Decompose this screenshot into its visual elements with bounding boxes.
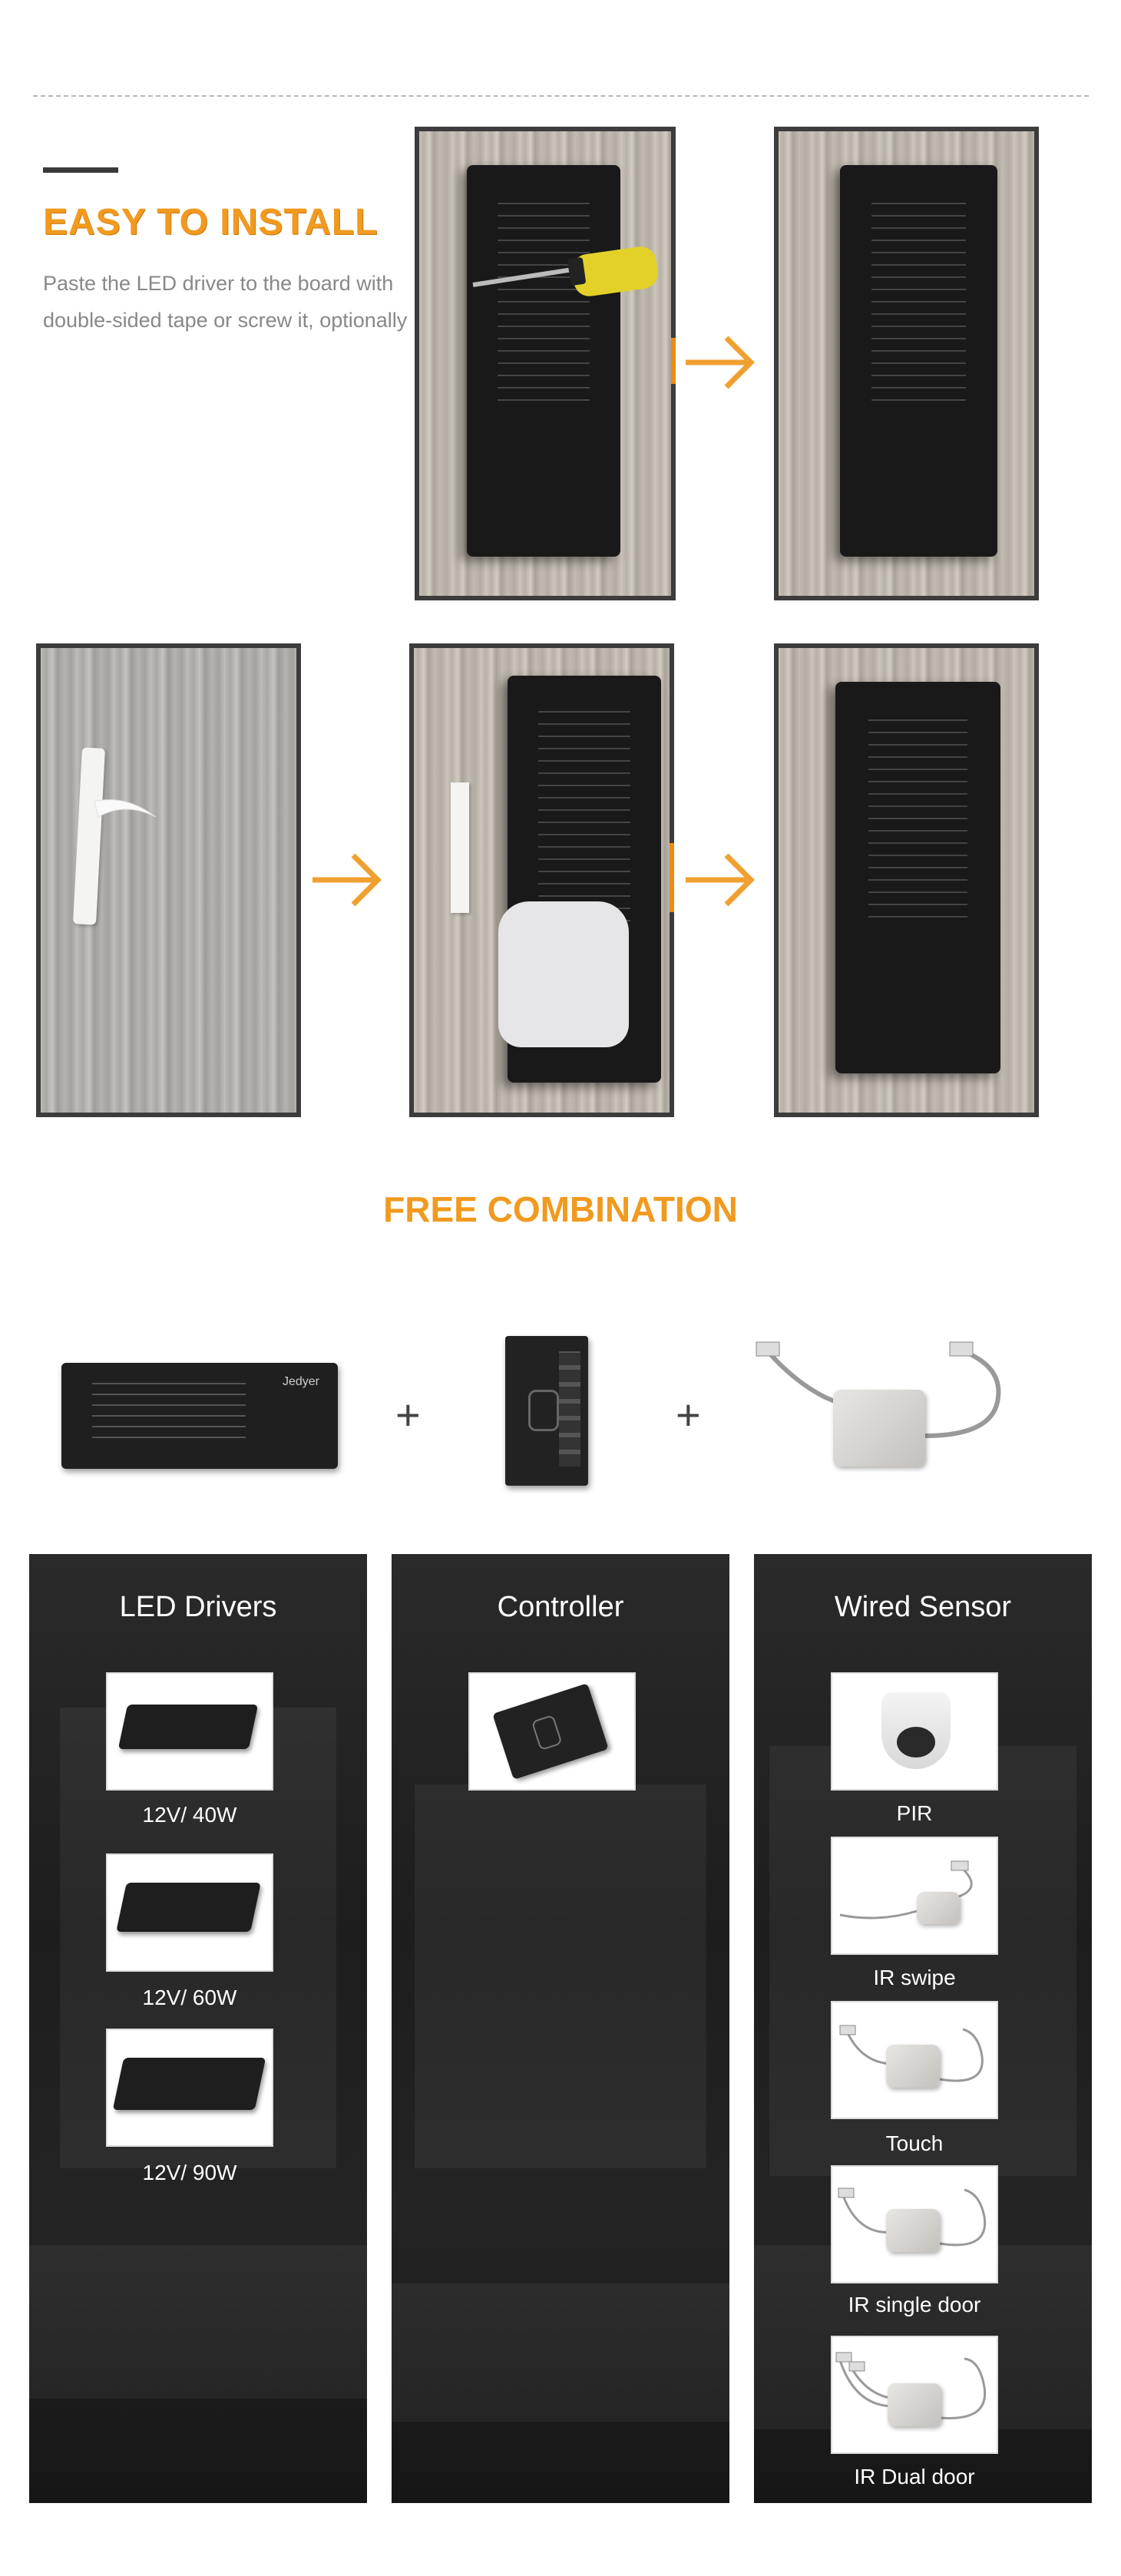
plus-sign: + (676, 1391, 701, 1439)
panel-title: LED Drivers (119, 1591, 277, 1623)
led-driver-image (835, 682, 1000, 1073)
panel-title: Wired Sensor (834, 1591, 1012, 1623)
arrow-right-icon (686, 336, 755, 389)
driver-thumb (117, 1705, 259, 1749)
product-card[interactable] (106, 1853, 273, 1972)
install-photo-done (774, 643, 1039, 1117)
product-card[interactable] (831, 2165, 998, 2283)
sensor-cable (756, 1341, 1001, 1438)
arrow-right-icon (686, 853, 755, 907)
card-label: PIR (896, 1801, 933, 1825)
card-label: IR swipe (873, 1966, 956, 1989)
card-label: 12V/ 60W (142, 1986, 237, 2009)
card-label: IR single door (848, 2293, 981, 2316)
product-card[interactable] (831, 1672, 998, 1791)
led-driver-product: Jedyer (61, 1363, 338, 1469)
install-photo-mounted (774, 127, 1039, 600)
pir-sensor-thumb (881, 1692, 951, 1769)
driver-thumb (116, 1883, 261, 1932)
product-card[interactable] (831, 2336, 998, 2454)
plus-sign: + (395, 1391, 421, 1439)
controller-product (505, 1336, 588, 1486)
sensor-thumb (886, 2045, 940, 2088)
product-card[interactable] (831, 2001, 998, 2119)
gloved-hand (498, 901, 629, 1047)
product-card[interactable] (106, 1672, 273, 1791)
title-accent-bar (43, 167, 118, 173)
controller-thumb (492, 1683, 609, 1780)
panel-title: Controller (497, 1591, 624, 1623)
tape-peel (94, 799, 157, 818)
driver-thumb (112, 2058, 266, 2110)
install-photo-screw (415, 127, 676, 600)
install-photo-paste (409, 643, 674, 1117)
driver-brand-label: Jedyer (282, 1375, 319, 1388)
card-label: 12V/ 40W (142, 1803, 237, 1827)
product-card[interactable] (106, 2029, 273, 2147)
card-label: 12V/ 90W (142, 2161, 237, 2184)
led-driver-image (840, 165, 997, 557)
arrow-right-icon (312, 853, 382, 907)
combination-title: FREE COMBINATION (383, 1189, 738, 1229)
wired-sensor-product (749, 1336, 1021, 1490)
sensor-thumb (888, 2383, 941, 2426)
screwdriver-icon (472, 246, 658, 296)
sensor-thumb (886, 2209, 940, 2252)
product-card[interactable] (831, 1837, 998, 1955)
install-title: EASY TO INSTALL (43, 202, 379, 243)
sensor-thumb (917, 1892, 960, 1924)
card-label: IR Dual door (854, 2465, 975, 2488)
card-label: Touch (885, 2131, 944, 2155)
panel-led-drivers: LED Drivers 12V/ 40W 12V/ 60W 12V/ 90W (29, 1554, 367, 2503)
install-photo-tape (36, 643, 301, 1117)
step-marker (670, 843, 674, 912)
led-driver-image (467, 165, 620, 557)
install-description: Paste the LED driver to the board with d… (43, 272, 408, 332)
product-card[interactable] (468, 1672, 636, 1791)
tape-strip (451, 782, 469, 913)
sensor-box (833, 1390, 925, 1467)
dashed-divider (33, 95, 1089, 97)
panel-controller: Controller (392, 1554, 729, 2503)
panel-wired-sensor: Wired Sensor PIR IR swipe Touch IR singl… (754, 1554, 1092, 2503)
step-marker (671, 338, 676, 384)
